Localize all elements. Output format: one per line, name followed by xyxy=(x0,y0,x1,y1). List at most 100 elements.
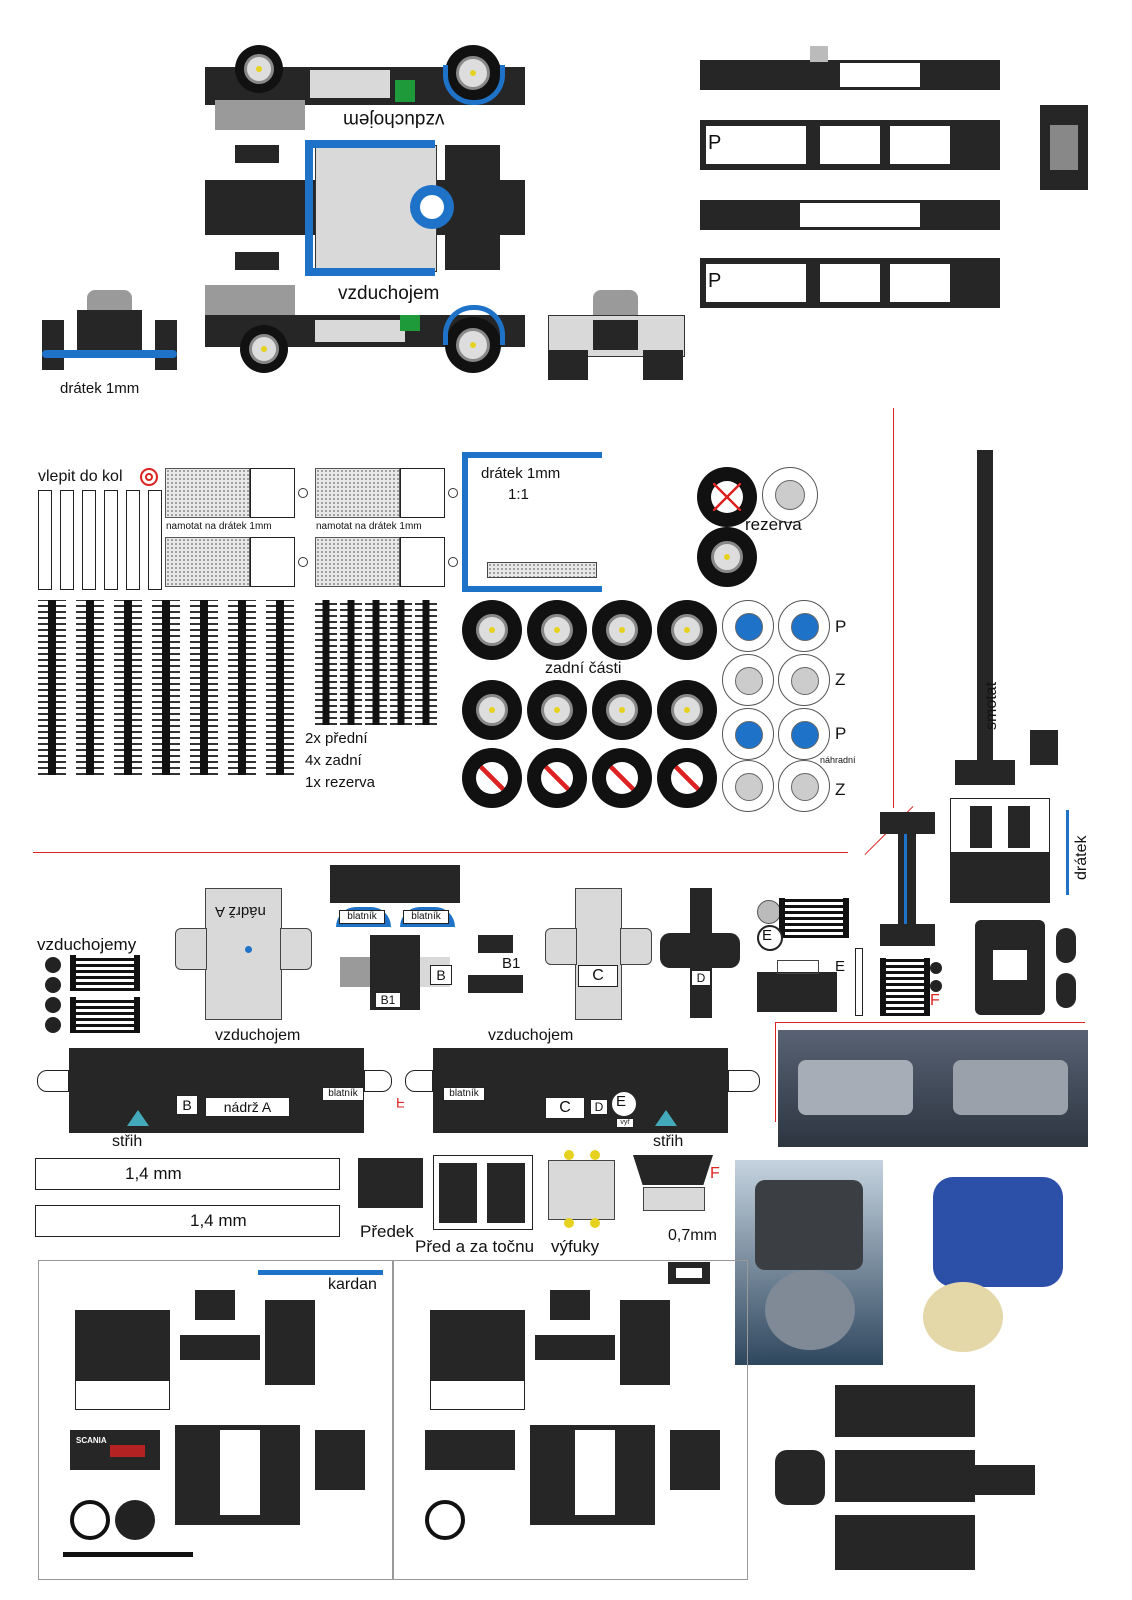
part-b1-label: B1 xyxy=(375,992,401,1008)
cut-label-1: střih xyxy=(112,1133,143,1150)
guide-line-v2 xyxy=(775,1022,776,1122)
engine-cutaway-photo xyxy=(918,1162,1078,1360)
front-label: Předek xyxy=(360,1222,414,1241)
fifth-wheel-part xyxy=(433,1155,533,1230)
part-f-dot2 xyxy=(930,980,942,992)
frame-p-label-1: P xyxy=(708,132,722,154)
long-fender-label-1: blatník xyxy=(322,1087,364,1101)
hub-z-label-2: Z xyxy=(835,780,846,799)
engine-net-left xyxy=(55,1290,385,1570)
tank-a-net xyxy=(175,888,312,1020)
part-d-net xyxy=(660,888,740,1018)
part-e-spring xyxy=(757,898,857,938)
cab-mount xyxy=(950,798,1050,908)
cut-label-2: střih xyxy=(653,1133,684,1150)
engine-panel-right xyxy=(393,1260,748,1580)
air-tanks-label: vzduchojemy xyxy=(37,935,137,954)
front-behind-fifth-wheel-label: Před a za točnu xyxy=(415,1237,535,1256)
small-links xyxy=(1056,928,1076,1008)
guide-line-h2 xyxy=(775,1022,1085,1023)
wind-on-wire-label-1: namotat na drátek 1mm xyxy=(166,521,272,532)
long-c-label: C xyxy=(545,1097,585,1119)
part-c-net xyxy=(545,888,652,1020)
hub-p-label-2: P xyxy=(835,724,847,743)
f-part xyxy=(633,1155,713,1215)
tank-a-label-mirrored: nádrž A xyxy=(215,903,266,920)
tire-treads xyxy=(38,600,294,800)
air-tank-wrap-1 xyxy=(165,468,308,518)
strip-2 xyxy=(35,1205,340,1237)
glue-into-wheels-label: vlepit do kol xyxy=(38,468,123,485)
f-part-label: F xyxy=(710,1165,720,1182)
scale-label: 1:1 xyxy=(508,486,529,503)
air-tank-label-mirrored: vzduchojem xyxy=(343,109,445,130)
spare-tire xyxy=(697,527,757,587)
part-d-label: D xyxy=(691,970,711,986)
part-e2-block xyxy=(757,960,837,1015)
rear-parts-label: zadní části xyxy=(545,660,622,677)
qty-rear-label: 4x zadní xyxy=(305,752,362,769)
tire-grid xyxy=(462,600,717,808)
frame-rail-1 xyxy=(700,46,1000,90)
hub-z-label-1: Z xyxy=(835,670,846,689)
front-part xyxy=(358,1158,423,1208)
small-bracket xyxy=(1030,730,1058,765)
wire-1mm-label-b: drátek 1mm xyxy=(481,465,561,482)
wire-1mm-label: drátek 1mm xyxy=(60,380,140,397)
wind-on-wire-label-2: namotat na drátek 1mm xyxy=(316,521,422,532)
roll-up-label: smotat xyxy=(983,681,1000,730)
frame-rail-4: P xyxy=(700,258,1000,308)
part-f-dot1 xyxy=(930,962,942,974)
qty-spare-label: 1x rezerva xyxy=(305,774,376,791)
frame-p-label-2: P xyxy=(708,270,722,292)
strip-label-2: 1,4 mm xyxy=(190,1211,247,1230)
guide-line-h1 xyxy=(33,852,848,853)
scania-badge: SCANIA xyxy=(76,1436,107,1445)
red-x-icon xyxy=(713,483,741,511)
chassis-bottom-view xyxy=(205,140,525,276)
driveshaft-bar xyxy=(258,1270,383,1275)
part-f-spring xyxy=(880,958,930,1016)
long-air-tank-label-2: vzduchojem xyxy=(488,1027,574,1044)
air-tank-wrap-2 xyxy=(165,537,308,587)
engine-views xyxy=(775,1385,1055,1580)
fender-label-1: blatník xyxy=(339,910,385,924)
rear-bracket xyxy=(975,920,1045,1015)
strip-label-1: 1,4 mm xyxy=(125,1164,182,1183)
qty-front-label: 2x přední xyxy=(305,730,368,747)
air-tank-label: vzduchojem xyxy=(338,283,440,304)
part-e-label: E xyxy=(762,927,773,944)
engine-net-right xyxy=(410,1290,740,1570)
spare-label: rezerva xyxy=(745,515,802,534)
part-b-label: B xyxy=(430,965,452,985)
long-f-label: F xyxy=(396,1095,405,1111)
part-e2-strip xyxy=(855,948,863,1016)
front-axle-view xyxy=(42,290,177,370)
wire-label: drátek xyxy=(1073,835,1090,880)
part-e2-label: E xyxy=(835,958,846,975)
hubcap-grid xyxy=(722,600,832,812)
roll-up-base xyxy=(955,760,1015,785)
thickness-label: 0,7mm xyxy=(668,1227,717,1244)
exhausts-part xyxy=(548,1150,615,1230)
air-tank-wrap-4 xyxy=(315,537,458,587)
long-fender-label-2: blatník xyxy=(443,1087,485,1101)
long-e-label: E xyxy=(616,1093,627,1110)
engine-photo-3 xyxy=(735,1160,883,1365)
rear-axle-view xyxy=(548,290,685,380)
long-vyr-label: vyř xyxy=(616,1118,634,1128)
part-c-label: C xyxy=(578,965,618,987)
hub-spare-label: náhradní xyxy=(820,755,856,765)
long-b-label: B xyxy=(176,1095,198,1115)
engine-photo-2 xyxy=(933,1030,1088,1147)
part-e-circle xyxy=(757,925,783,951)
air-tank-wrap-3 xyxy=(315,468,458,518)
spiral-icon xyxy=(140,468,158,486)
exhaust-springs xyxy=(315,600,450,725)
long-part-1 xyxy=(37,1048,392,1138)
small-frame-part xyxy=(668,1262,710,1284)
long-tank-a-label: nádrž A xyxy=(205,1097,290,1117)
frame-cross-member xyxy=(1040,105,1088,190)
part-b1-side-label: B1 xyxy=(502,955,521,972)
part-f-label: F xyxy=(930,992,940,1009)
